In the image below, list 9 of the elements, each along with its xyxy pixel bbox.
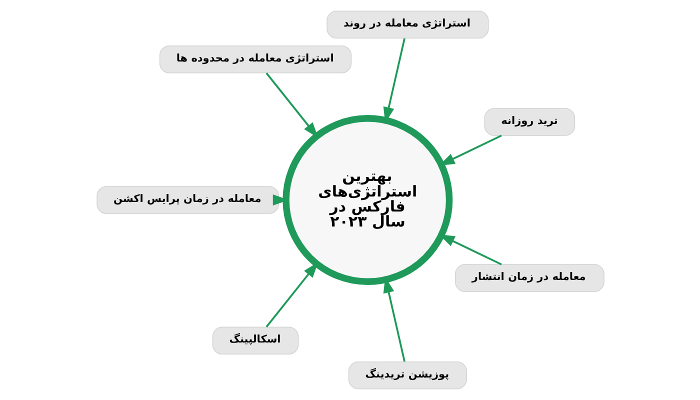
node-box: استراتژی معامله در روند [326,10,488,39]
arrow [265,72,318,138]
node-box: اسکالپینگ [212,326,298,354]
node-box: معامله در زمان انتشار [454,264,604,292]
node-box: استراتژی معامله در محدوده ها [158,46,352,74]
node-circle: بهترین استراتژی‌های فارکس در سال ۲۰۲۳ [282,114,452,286]
arrow [265,262,318,328]
node-box: پوزیشن تریدینگ [348,361,466,390]
node-box: ترید روزانه [484,108,575,136]
